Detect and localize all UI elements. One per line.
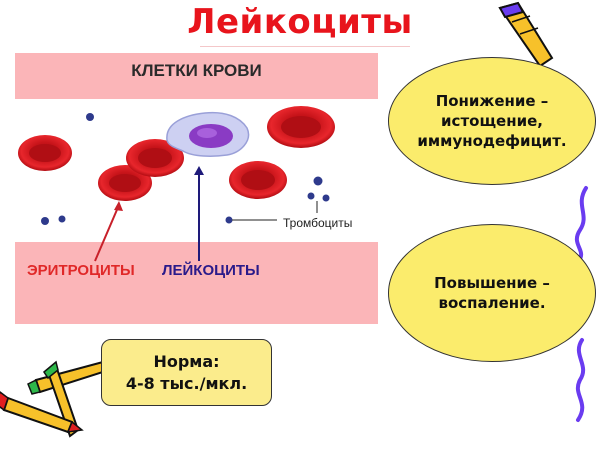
crayons-icon (0, 360, 108, 438)
callout-decrease: Понижение – истощение, иммунодефицит. (388, 57, 596, 185)
erythrocyte-icon (229, 161, 287, 199)
label-thrombocytes: Тромбоциты (283, 216, 353, 230)
title-underline (200, 46, 410, 47)
slide-title: Лейкоциты (187, 2, 413, 42)
label-leukocytes: ЛЕЙКОЦИТЫ (162, 262, 260, 279)
callout-decrease-line3: иммунодефицит. (417, 132, 567, 150)
blood-cells-illustration (18, 106, 335, 262)
label-erythrocytes: ЭРИТРОЦИТЫ (27, 262, 135, 279)
erythrocyte-icon (18, 135, 72, 171)
callout-decrease-line1: Понижение – (435, 92, 549, 110)
erythrocyte-icon (126, 139, 184, 177)
pencil-icon (498, 1, 554, 68)
callout-decrease-line2: истощение, (441, 112, 543, 130)
callout-norm-line1: Норма: (153, 351, 220, 371)
callout-norm: Норма: 4-8 тыс./мкл. (101, 339, 272, 406)
callout-norm-line2: 4-8 тыс./мкл. (125, 373, 248, 393)
blood-cells-figure: КЛЕТКИ КРОВИ (15, 53, 378, 324)
callout-increase: Повышение – воспаление. (388, 224, 596, 362)
erythrocyte-icon (98, 165, 152, 201)
squiggle-icon (574, 186, 588, 422)
platelet-icons (41, 113, 330, 225)
leukocyte-icon (166, 111, 250, 157)
erythrocyte-icon (267, 106, 335, 148)
callout-increase-line2: воспаление. (438, 294, 546, 312)
figure-heading: КЛЕТКИ КРОВИ (131, 61, 262, 80)
callout-increase-line1: Повышение – (434, 274, 550, 292)
